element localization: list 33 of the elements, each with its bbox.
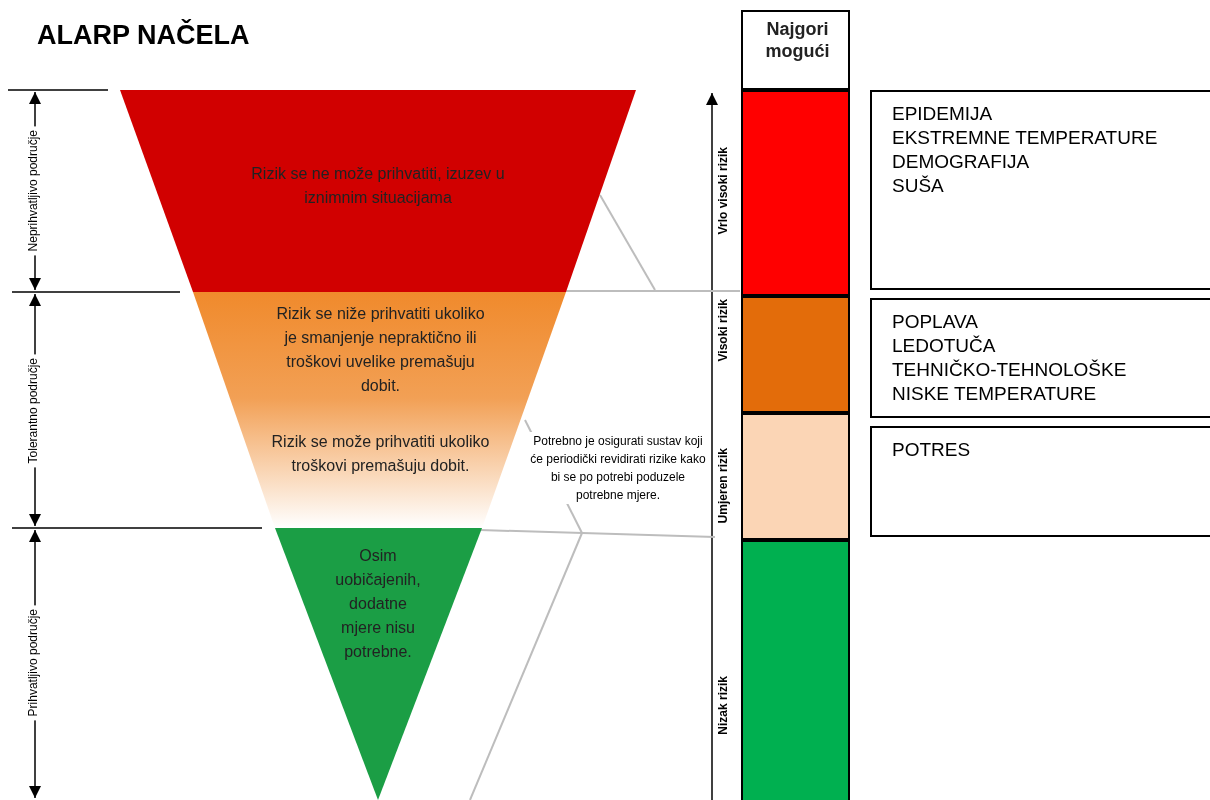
- dimension-label: Prihvatljivo područje: [26, 604, 40, 720]
- risk-level-bar: [741, 90, 850, 296]
- axis-label: Nizak rizik: [716, 674, 730, 737]
- axis-label: Umjeren rizik: [716, 446, 730, 525]
- list-item: NISKE TEMPERATURE: [892, 382, 1098, 406]
- band-text: Rizik se može prihvatiti ukoliko troškovi premašuju dobit.: [270, 432, 491, 476]
- list-item: POPLAVA: [892, 310, 979, 334]
- dimension-label: Neprihvatljivo područje: [26, 125, 40, 255]
- risk-level-bar: [741, 413, 850, 540]
- column-header: [741, 10, 850, 90]
- risk-level-bar: [741, 540, 850, 800]
- list-item: DEMOGRAFIJA: [892, 150, 1031, 174]
- axis-label: Visoki rizik: [716, 298, 730, 364]
- risk-band-triangle: [275, 528, 482, 800]
- axis-label: Vrlo visoki rizik: [716, 145, 730, 237]
- list-item: EPIDEMIJA: [892, 102, 994, 126]
- band-text: Rizik se ne može prihvatiti, izuzev u iznimnim situacijama: [250, 164, 506, 208]
- hazard-list-box: [870, 298, 1210, 418]
- hazard-list-box: [870, 426, 1210, 537]
- risk-level-bar: [741, 296, 850, 413]
- list-item: LEDOTUČA: [892, 334, 997, 358]
- risk-band-trapezoid: [120, 90, 636, 292]
- band-text: Rizik se niže prihvatiti ukoliko je smanjenje nepraktično ili troškovi uvelike premašuju dobit.: [275, 304, 486, 396]
- title: ALARP NAČELA: [37, 20, 250, 51]
- hazard-list-box: [870, 90, 1210, 290]
- band-text: Osim uobičajenih, dodatne mjere nisu potrebne.: [334, 546, 422, 662]
- list-item: SUŠA: [892, 174, 945, 198]
- note-text: Potrebno je osigurati sustav koji će periodički revidirati rizike kako bi se po potrebi poduzele potrebne mjere.: [530, 432, 706, 504]
- list-item: TEHNIČKO-TEHNOLOŠKE: [892, 358, 1127, 382]
- list-item: EKSTREMNE TEMPERATURE: [892, 126, 1158, 150]
- header-text: Najgori mogući: [764, 18, 831, 62]
- list-item: POTRES: [892, 438, 971, 462]
- dimension-label: Tolerantno područje: [26, 353, 40, 467]
